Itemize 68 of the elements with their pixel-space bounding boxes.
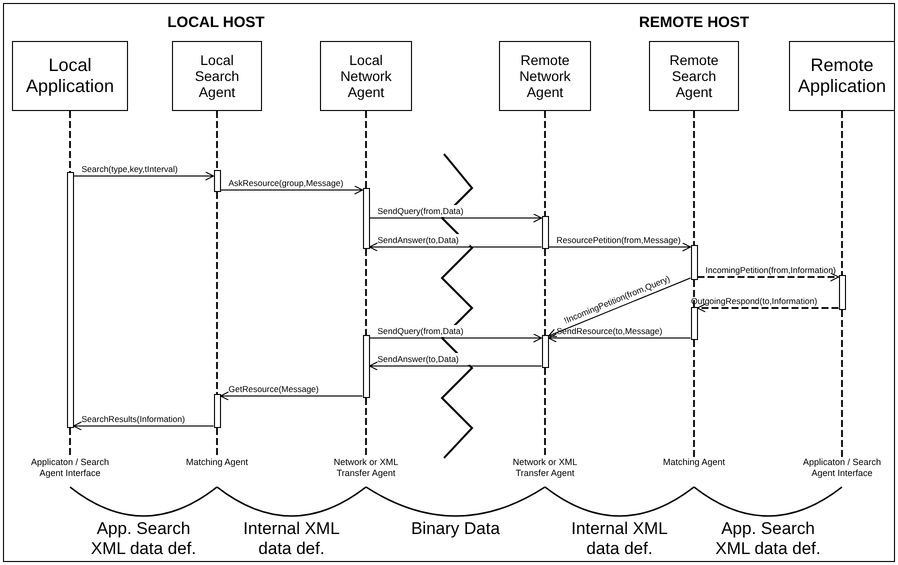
edge-label: SendAnswer(to,Data) (376, 354, 460, 365)
activation-bar (362, 188, 370, 249)
edge-label: GetResource(Message) (228, 384, 320, 395)
message-arrow (369, 334, 542, 342)
participant-label: Remote Search Agent (668, 52, 720, 100)
lifeline (69, 111, 71, 172)
data-format-label: App. Search XML data def. (90, 519, 198, 559)
message-arrow (369, 214, 542, 222)
participant-label: Remote Application (796, 55, 888, 97)
activation-bar (690, 307, 698, 340)
lifeline (544, 111, 546, 216)
message-arrow (220, 392, 363, 400)
data-format-label: App. Search XML data def. (714, 519, 822, 559)
message-arrow (548, 242, 691, 252)
lifeline (216, 428, 218, 457)
lifeline (69, 428, 71, 457)
participant-label: Remote Network Agent (518, 52, 572, 100)
edge-label: SendQuery(from,Data) (376, 326, 464, 337)
activation-bar (66, 172, 74, 428)
message-arrow (548, 278, 691, 338)
participant-box (499, 41, 591, 111)
activation-bar (838, 275, 846, 310)
lifeline (693, 340, 695, 457)
data-format-label: Binary Data (410, 519, 501, 539)
data-format-label: Internal XML data def. (242, 519, 341, 559)
edge-label: ResourcePetition(from,Message) (556, 235, 682, 246)
message-arrow (369, 362, 542, 370)
activation-bar (542, 335, 548, 368)
activation-bar (542, 216, 548, 249)
lifeline (841, 310, 843, 457)
activation-bar (690, 245, 698, 280)
edge-label: SendResource(to,Message) (556, 326, 664, 337)
section-heading: REMOTE HOST (638, 14, 750, 31)
participant-box (649, 41, 739, 111)
activation-bar (214, 170, 220, 192)
edge-label: SearchResults(Information) (80, 414, 186, 425)
message-arrow (73, 422, 214, 430)
message-arrow (220, 186, 363, 194)
participant-box (172, 41, 262, 111)
message-arrow (548, 334, 691, 342)
activation-bar (362, 335, 370, 398)
lifeline (216, 192, 218, 394)
lifeline (693, 111, 695, 245)
activation-bar (214, 394, 220, 428)
participant-label: Local Application (24, 55, 116, 97)
edge-label: IncomingPetition(from,Information) (704, 265, 837, 276)
lifeline (365, 249, 367, 335)
edge-label: SendQuery(from,Data) (376, 206, 464, 217)
section-heading: LOCAL HOST (166, 14, 266, 31)
edge-label: AskResource(group,Message) (228, 178, 344, 189)
participant-label: Local Search Agent (194, 52, 240, 100)
message-arrow (73, 172, 214, 180)
lifeline (841, 111, 843, 275)
message-arrow (698, 272, 839, 282)
lifeline (365, 111, 367, 188)
lifeline (544, 368, 546, 457)
lifeline (216, 111, 218, 170)
participant-label: Local Network Agent (339, 52, 393, 100)
data-format-label: Internal XML data def. (570, 519, 669, 559)
participant-box (320, 41, 412, 111)
message-arrow (697, 304, 838, 312)
edge-label: Search(type,key,tInterval) (80, 164, 179, 175)
edge-label: SendAnswer(to,Data) (376, 235, 460, 246)
message-arrow (369, 242, 542, 252)
lifeline (544, 249, 546, 335)
participant-box (12, 41, 128, 111)
lifeline (365, 398, 367, 457)
participant-box (789, 41, 894, 111)
